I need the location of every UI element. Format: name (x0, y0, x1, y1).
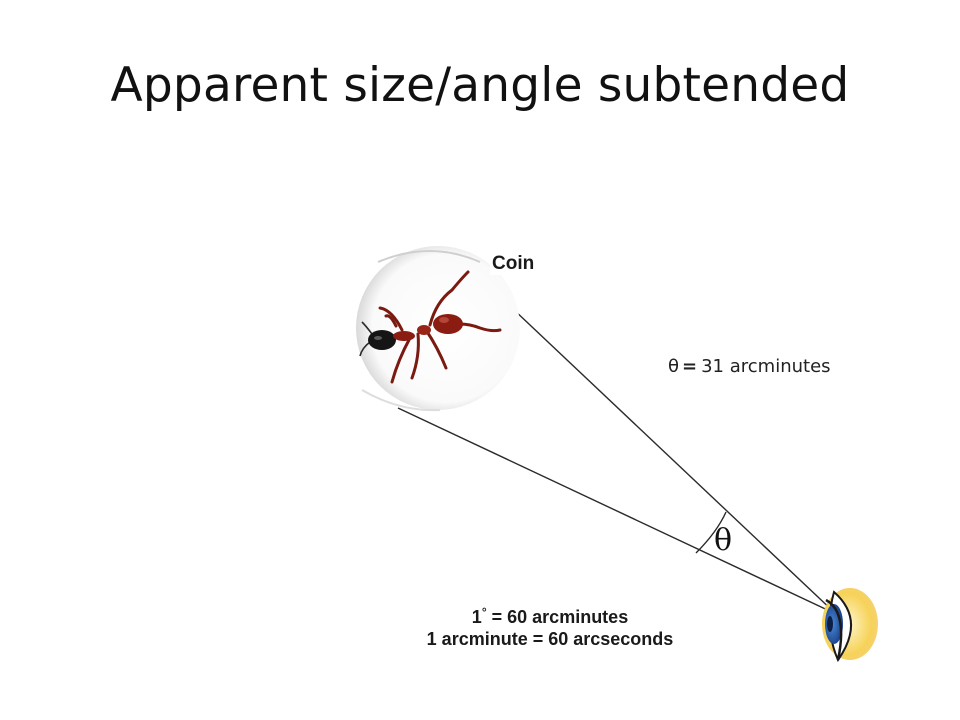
conversion-line-degree: 1° = 60 arcminutes (360, 606, 740, 628)
conversion-degree-rest: = 60 arcminutes (486, 607, 629, 627)
angle-equals: = (682, 356, 698, 377)
angle-arc (695, 511, 727, 554)
slide-title: Apparent size/angle subtended (110, 58, 850, 113)
angle-readout: θ=31 arcminutes (668, 356, 831, 377)
conversion-line-arcminute: 1 arcminute = 60 arcseconds (426, 629, 674, 649)
sight-line-top (511, 307, 837, 615)
eye-icon (822, 588, 878, 663)
ant-icon (359, 270, 502, 384)
unit-conversion: 1° = 60 arcminutes 1 arcminute = 60 arcs… (360, 606, 740, 650)
angle-symbol: θ (668, 356, 680, 377)
vertex-angle-label: θ (714, 523, 733, 558)
degree-symbol: ° (481, 605, 487, 619)
sight-line-bottom (397, 407, 837, 615)
coin-label: Coin (490, 253, 541, 275)
conversion-degree-count: 1 (471, 607, 482, 627)
angle-value: 31 arcminutes (701, 356, 831, 377)
